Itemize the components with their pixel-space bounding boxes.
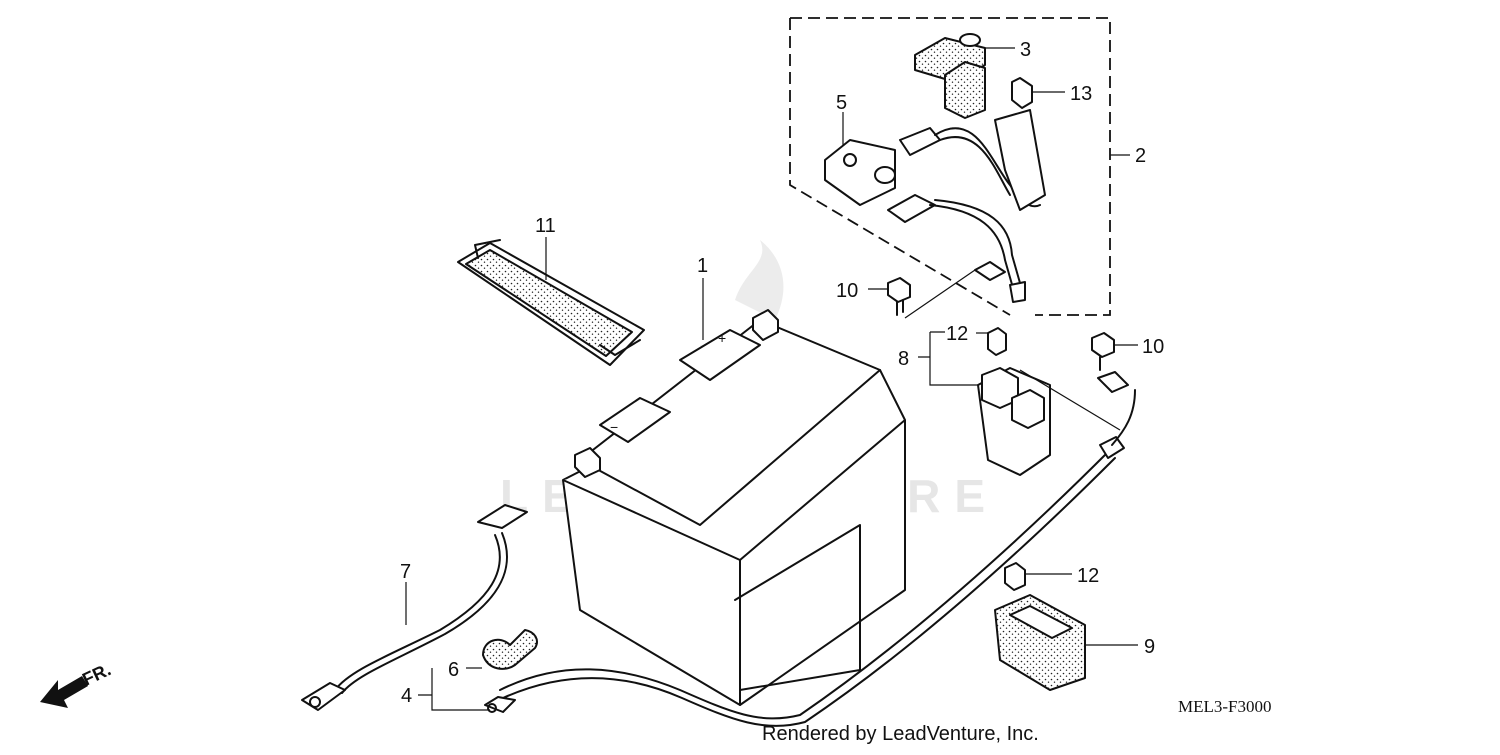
callout-3: 3: [1020, 39, 1031, 61]
callout-7: 7: [400, 561, 411, 583]
fuse-12-upper: [976, 327, 1007, 356]
battery: + −: [562, 278, 906, 706]
ground-cable: [301, 504, 528, 711]
fuse-12-lower: [1004, 562, 1072, 591]
bolt-10-upper: [868, 269, 976, 319]
callout-10-upper: 10: [836, 280, 858, 302]
callout-2: 2: [1135, 145, 1146, 167]
callout-1: 1: [697, 255, 708, 277]
leader-4: [418, 668, 490, 711]
callout-13: 13: [1070, 83, 1092, 105]
starter-relay-cable: [887, 109, 1046, 303]
bolt-10-lower: [1091, 332, 1138, 371]
callout-4: 4: [401, 685, 412, 707]
callout-9: 9: [1144, 636, 1155, 658]
callout-11: 11: [535, 215, 556, 237]
svg-text:+: +: [718, 330, 726, 346]
callout-6: 6: [448, 659, 459, 681]
terminal-cover: [824, 112, 896, 206]
callout-10-lower: 10: [1142, 336, 1164, 358]
front-direction-arrow-icon: [40, 676, 88, 708]
battery-band: [457, 237, 645, 366]
terminal-cap: [466, 629, 538, 670]
diagram-code: MEL3-F3000: [1178, 697, 1272, 716]
relay-cover: [994, 594, 1138, 691]
callout-8: 8: [898, 348, 909, 370]
battery-cable-long: [484, 371, 1136, 727]
callout-5: 5: [836, 92, 847, 114]
fuse-cover: [914, 33, 1015, 119]
starter-relay: [918, 331, 1121, 476]
small-fuse: [1011, 77, 1065, 109]
subassembly-outline: [789, 17, 1111, 316]
render-credit: Rendered by LeadVenture, Inc.: [762, 723, 1039, 745]
callout-12-upper: 12: [946, 323, 968, 345]
callout-12-lower: 12: [1077, 565, 1099, 587]
svg-text:−: −: [610, 419, 618, 435]
